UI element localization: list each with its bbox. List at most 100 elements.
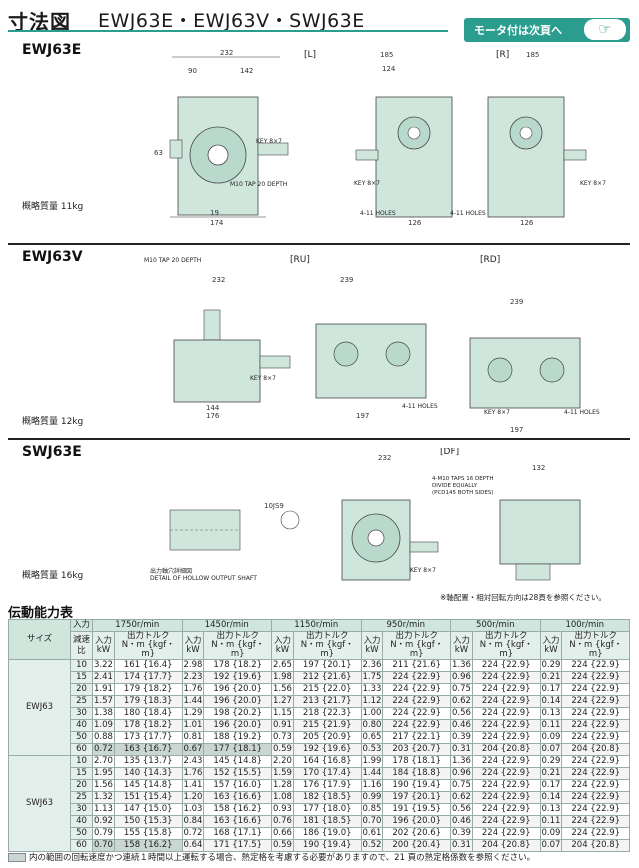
input-kw-cell: 1.44: [181, 695, 205, 708]
output-torque-cell: 224 {22.9}: [561, 683, 630, 696]
input-kw-cell: 0.92: [92, 815, 115, 828]
output-torque-cell: 224 {22.9}: [471, 731, 541, 744]
model-cell: SWJ63: [8, 755, 71, 852]
input-kw-cell: 0.39: [450, 827, 473, 840]
input-kw-cell: 0.75: [450, 683, 473, 696]
input-kw-cell: 0.61: [360, 827, 384, 840]
svg-text:124: 124: [382, 65, 396, 73]
output-torque-cell: 224 {22.9}: [561, 671, 630, 684]
svg-text:19: 19: [210, 209, 219, 217]
svg-text:232: 232: [212, 276, 225, 284]
input-kw-cell: 0.14: [539, 791, 563, 804]
svg-text:[RD]: [RD]: [480, 255, 500, 265]
output-torque-cell: 147 {15.0}: [113, 803, 183, 816]
svg-text:KEY 8×7: KEY 8×7: [484, 409, 510, 416]
input-kw-cell: 0.91: [271, 719, 294, 732]
input-kw-cell: 0.56: [450, 707, 473, 720]
output-torque-cell: 224 {22.9}: [382, 707, 451, 720]
output-torque-cell: 224 {22.9}: [382, 671, 451, 684]
output-torque-cell: 204 {20.8}: [471, 743, 541, 756]
output-torque-cell: 198 {20.2}: [203, 707, 272, 720]
output-torque-header: 出力トルク N・m {kgf・m}: [382, 631, 451, 660]
ratio-cell: 30: [70, 803, 93, 816]
input-kw-cell: 0.62: [450, 695, 473, 708]
output-torque-header: 出力トルク N・m {kgf・m}: [561, 631, 630, 660]
input-kw-cell: 0.81: [181, 731, 205, 744]
input-kw-cell: 2.23: [181, 671, 205, 684]
svg-text:232: 232: [378, 454, 391, 462]
output-torque-cell: 191 {19.5}: [382, 803, 451, 816]
mass-ewj63v: 概略質量 12kg: [22, 417, 84, 427]
output-torque-cell: 164 {16.8}: [292, 755, 362, 768]
input-kw-cell: 0.88: [92, 731, 115, 744]
input-kw-cell: 0.85: [360, 803, 384, 816]
output-torque-cell: 161 {16.4}: [113, 659, 183, 672]
input-kw-cell: 0.62: [450, 791, 473, 804]
input-kw-cell: 1.59: [271, 767, 294, 780]
svg-text:出力軸穴詳細図: 出力軸穴詳細図: [150, 567, 192, 575]
input-kw-cell: 0.21: [539, 671, 563, 684]
output-torque-cell: 224 {22.9}: [471, 791, 541, 804]
speed-header: 1450r/min: [181, 619, 272, 632]
swj63e-df-view: [DF] 4-M10 TAPS 16 DEPTH DIVIDE EQUALLY …: [432, 448, 581, 581]
output-torque-header: 出力トルク N・m {kgf・m}: [203, 631, 272, 660]
svg-text:126: 126: [520, 219, 534, 227]
speed-header: 500r/min: [450, 619, 541, 632]
output-torque-cell: 224 {22.9}: [471, 659, 541, 672]
output-torque-cell: 184 {18.8}: [382, 767, 451, 780]
output-torque-cell: 140 {14.3}: [113, 767, 183, 780]
output-torque-cell: 197 {20.1}: [382, 791, 451, 804]
page-subtitle: EWJ63E・EWJ63V・SWJ63E: [98, 10, 365, 32]
svg-text:KEY 8×7: KEY 8×7: [256, 138, 282, 145]
ratio-cell: 15: [70, 767, 93, 780]
output-torque-cell: 177 {18.0}: [292, 803, 362, 816]
input-kw-cell: 0.59: [271, 839, 294, 852]
output-torque-cell: 224 {22.9}: [561, 707, 630, 720]
input-kw-cell: 1.32: [92, 791, 115, 804]
input-kw-cell: 0.13: [539, 707, 563, 720]
input-kw-cell: 0.80: [360, 719, 384, 732]
svg-text:M10 TAP 20 DEPTH: M10 TAP 20 DEPTH: [144, 257, 201, 264]
ratio-cell: 50: [70, 827, 93, 840]
input-kw-cell: 1.95: [92, 767, 115, 780]
output-torque-cell: 155 {15.8}: [113, 827, 183, 840]
input-kw-cell: 0.09: [539, 731, 563, 744]
svg-text:126: 126: [408, 219, 422, 227]
output-torque-header: 出力トルク N・m {kgf・m}: [292, 631, 362, 660]
input-kw-cell: 2.36: [360, 659, 384, 672]
svg-text:DIVIDE EQUALLY: DIVIDE EQUALLY: [432, 483, 478, 489]
input-kw-header: 入力 kW: [360, 631, 384, 660]
input-kw-cell: 0.64: [181, 839, 205, 852]
next-page-button[interactable]: モータ付は次頁へ ☞: [464, 18, 630, 42]
output-torque-cell: 171 {17.5}: [203, 839, 272, 852]
input-kw-cell: 1.99: [360, 755, 384, 768]
output-torque-cell: 224 {22.9}: [561, 779, 630, 792]
output-torque-cell: 224 {22.9}: [561, 755, 630, 768]
output-torque-cell: 200 {20.4}: [382, 839, 451, 852]
pointing-hand-icon: ☞: [584, 19, 626, 40]
input-kw-cell: 1.75: [360, 671, 384, 684]
input-kw-cell: 1.00: [360, 707, 384, 720]
svg-text:185: 185: [526, 51, 539, 59]
output-torque-cell: 179 {18.3}: [113, 695, 183, 708]
input-kw-cell: 0.59: [271, 743, 294, 756]
input-kw-cell: 0.21: [539, 767, 563, 780]
output-torque-cell: 224 {22.9}: [471, 827, 541, 840]
svg-text:4-11 HOLES: 4-11 HOLES: [450, 210, 486, 217]
svg-text:197: 197: [510, 426, 523, 434]
output-torque-cell: 145 {14.8}: [203, 755, 272, 768]
svg-text:M10 TAP 20 DEPTH: M10 TAP 20 DEPTH: [230, 181, 287, 188]
input-kw-cell: 0.93: [271, 803, 294, 816]
svg-text:KEY 8×7: KEY 8×7: [410, 567, 436, 574]
output-torque-cell: 190 {19.4}: [382, 779, 451, 792]
output-torque-cell: 218 {22.3}: [292, 707, 362, 720]
output-torque-cell: 180 {18.4}: [113, 707, 183, 720]
output-torque-cell: 224 {22.9}: [561, 719, 630, 732]
output-torque-cell: 196 {20.0}: [203, 695, 272, 708]
